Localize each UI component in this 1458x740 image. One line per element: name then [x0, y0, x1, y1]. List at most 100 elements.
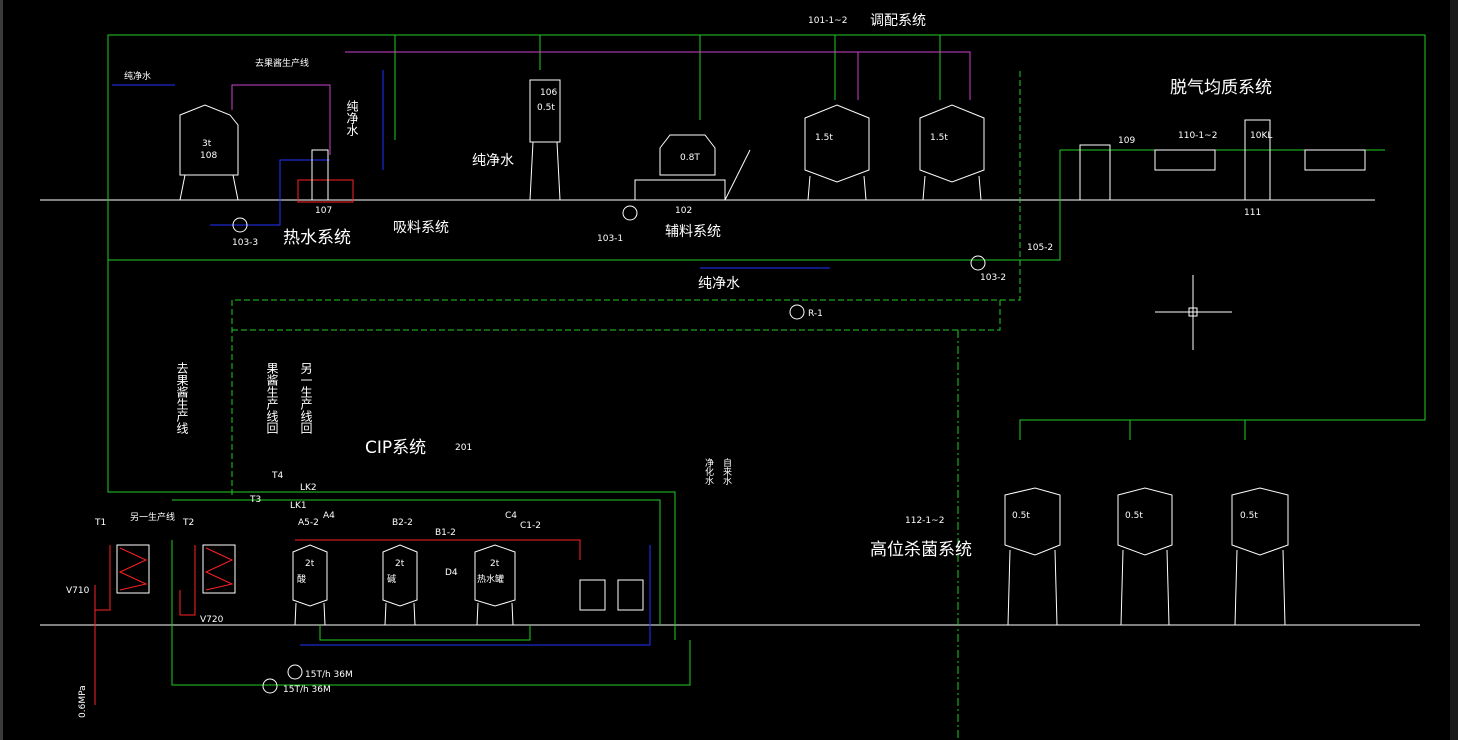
heat-exchanger-1	[116, 544, 150, 594]
label-return-line-vertical: 果酱生产线回	[265, 362, 279, 434]
label-blend-cap-1: 1.5t	[815, 133, 833, 143]
label-pure-water-1: 纯净水	[124, 70, 151, 82]
title-hot-water-system: 热水系统	[283, 228, 351, 248]
deaerator-109	[1079, 119, 1366, 201]
title-sterilize-system: 高位杀菌系统	[870, 540, 972, 560]
pump-103-2	[970, 255, 986, 271]
label-to-line-vertical: 去果酱生产线	[175, 362, 189, 434]
label-pump-103-1: 103-1	[597, 234, 623, 244]
blue-pipe-cip	[300, 545, 651, 646]
pump-103-3	[232, 217, 248, 233]
label-other-return-vertical: 另一生产线回	[299, 362, 313, 434]
label-valve-t4: T4	[271, 471, 283, 481]
label-sterile-cap-2: 0.5t	[1125, 511, 1143, 521]
sterile-tank-2	[1117, 487, 1173, 626]
label-valve-v720: V720	[200, 615, 224, 625]
cip-small-tank-2	[617, 579, 644, 611]
cip-green-loop-2	[172, 499, 661, 625]
cip-tank-acid	[292, 544, 328, 626]
label-pump-103-3: 103-3	[232, 238, 258, 248]
label-filter-105-2: 105-2	[1027, 243, 1053, 253]
tank-blend-2	[919, 104, 985, 201]
label-valve-d4: D4	[445, 568, 458, 578]
label-valve-t1: T1	[94, 518, 106, 528]
pump-cip-1	[287, 664, 303, 680]
title-blend-system: 调配系统	[870, 13, 926, 29]
label-cip-pump-2: 15T/h 36M	[283, 685, 331, 695]
magenta-pipe-2	[231, 84, 331, 155]
label-item-109: 109	[1118, 136, 1135, 146]
label-valve-a4: A4	[323, 511, 335, 521]
label-sterilize-code: 112-1~2	[905, 516, 944, 526]
label-sterile-cap-3: 0.5t	[1240, 511, 1258, 521]
label-cip-alkali: 碱	[387, 574, 396, 585]
label-cip-cap-1: 2t	[305, 559, 315, 569]
green-pipe-2	[108, 149, 1385, 261]
label-valve-t2: T2	[182, 518, 194, 528]
label-pump-r1: R-1	[808, 309, 823, 319]
sterile-tank-3	[1231, 487, 1289, 626]
label-blend-cap-2: 1.5t	[930, 133, 948, 143]
cip-green-loop	[107, 485, 676, 640]
label-hx-107: 107	[315, 206, 332, 216]
label-sterile-cap-1: 0.5t	[1012, 511, 1030, 521]
label-valve-v710: V710	[66, 586, 90, 596]
mixer-102	[634, 134, 751, 201]
label-lk2: LK2	[300, 483, 317, 493]
label-valve-b1: B1-2	[435, 528, 456, 538]
title-deaerate-system: 脱气均质系统	[1170, 78, 1272, 98]
title-aux-system: 辅料系统	[665, 224, 721, 240]
label-item-111: 111	[1244, 208, 1261, 218]
label-mixer-102: 102	[675, 206, 692, 216]
label-tank-108-cap: 3t	[202, 139, 212, 149]
cip-tank-alkali	[382, 544, 418, 626]
label-pure-water-vertical: 纯净水	[345, 100, 359, 136]
cip-tank-hot	[474, 544, 516, 626]
sterile-tank-1	[1004, 487, 1061, 626]
label-to-line: 去果酱生产线	[255, 57, 309, 69]
red-pipe-cip-top	[295, 539, 581, 560]
red-pipe-1	[94, 545, 111, 611]
pump-r1	[789, 304, 805, 320]
pump-cip-2	[262, 678, 278, 694]
label-cip-cap-2: 2t	[395, 559, 405, 569]
cip-small-tank-1	[579, 579, 606, 611]
heat-exchanger-2	[202, 544, 236, 594]
label-cip-code: 201	[455, 443, 472, 453]
label-lk1: LK1	[290, 501, 307, 511]
blue-pipe-hot	[210, 159, 330, 226]
cip-dashed-2	[232, 300, 1001, 331]
label-deaerator: 10KL	[1250, 131, 1272, 141]
label-item-110: 110-1~2	[1178, 131, 1217, 141]
cip-green-inner	[319, 625, 531, 641]
cip-dashed-loop	[231, 70, 1021, 495]
label-cip-cap-3: 2t	[490, 559, 500, 569]
label-cip-hot: 热水罐	[477, 573, 504, 585]
hx-107	[311, 149, 329, 201]
label-tank-108: 108	[200, 151, 217, 161]
red-pipe-2	[179, 545, 196, 616]
label-tank-106: 106	[540, 88, 557, 98]
cad-crosshair-cursor	[1155, 275, 1232, 350]
label-tank-106-cap: 0.5t	[537, 103, 555, 113]
label-pressure: 0.6MPa	[78, 685, 88, 718]
label-pure-water-2: 纯净水	[472, 153, 514, 169]
title-suction-system: 吸料系统	[393, 220, 449, 236]
label-purified-vertical: 净化水	[703, 457, 714, 485]
label-other-line: 另一生产线	[130, 511, 175, 523]
tank-106	[529, 79, 561, 201]
label-tap-vertical: 自来水	[721, 457, 732, 485]
label-valve-b2: B2-2	[392, 518, 413, 528]
label-cip-acid: 酸	[297, 574, 306, 585]
label-valve-t3: T3	[249, 495, 261, 505]
hx-107-red	[297, 179, 354, 203]
label-blend-code: 101-1~2	[808, 16, 847, 26]
green-main-pipe	[107, 34, 1426, 485]
cip-return	[171, 540, 691, 686]
label-cip-pump-1: 15T/h 36M	[305, 670, 353, 680]
pump-103-1	[622, 205, 638, 221]
tank-108	[179, 104, 239, 201]
window-right-edge	[1450, 0, 1458, 740]
tank-blend-1	[804, 104, 870, 201]
